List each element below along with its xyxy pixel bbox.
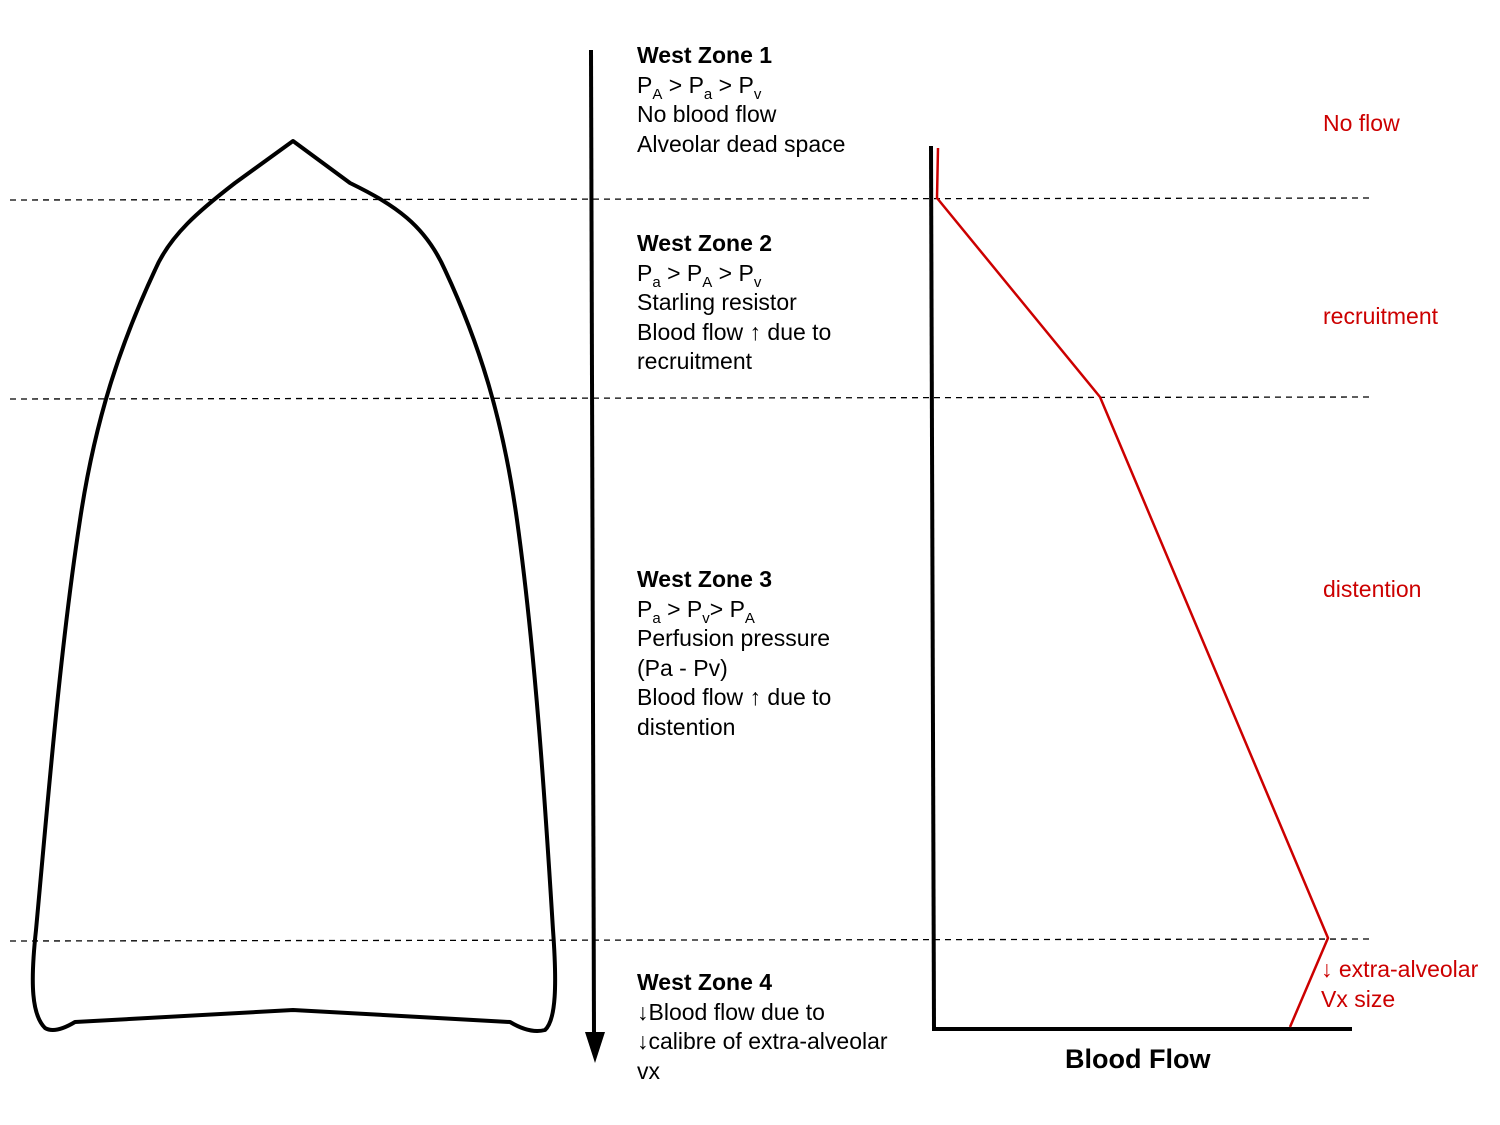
- zone-3-title: West Zone 3: [637, 566, 773, 592]
- zone-4-line: vx: [637, 1057, 660, 1084]
- zone-3-line: Perfusion pressure: [637, 625, 831, 651]
- flow-label-extra-alveolar-line-2: Vx size: [1321, 985, 1396, 1012]
- flow-label-no-flow: No flow: [1323, 110, 1400, 136]
- zone-4-title: West Zone 4: [637, 969, 773, 995]
- zone-2-line: Starling resistor: [637, 289, 797, 315]
- zone-1-line: Alveolar dead space: [637, 130, 846, 157]
- gravity-arrow-shaft: [589, 49, 596, 1036]
- flow-label-extra-alveolar: ↓ extra-alveolar Vx size: [1321, 955, 1478, 1014]
- blood-flow-curve: [935, 147, 1330, 1028]
- zone-4-text: West Zone 4 ↓Blood flow due to ↓calibre …: [637, 968, 888, 1086]
- x-axis-title: Blood Flow: [1065, 1044, 1211, 1074]
- zone-4-line: ↓calibre of extra-alveolar: [637, 1028, 888, 1054]
- zone-3-line: Blood flow ↑ due to: [637, 684, 832, 710]
- zone-1-text: West Zone 1 PA > Pa > Pv No blood flow A…: [637, 41, 845, 159]
- lung-outline: [30, 139, 558, 1033]
- zone-3-line: (Pa - Pv): [637, 654, 728, 681]
- zone-boundary-1-2: [9, 197, 1373, 201]
- zone-1-inequality: PA > Pa > Pv: [637, 71, 762, 103]
- zone-2-line: Blood flow ↑ due to: [637, 318, 832, 345]
- zone-boundary-3-4: [9, 938, 1373, 942]
- zone-3-inequality: Pa > Pv> PA: [637, 595, 755, 627]
- zone-2-title: West Zone 2: [637, 230, 773, 256]
- zone-2-text: West Zone 2 Pa > PA > Pv Starling resist…: [637, 229, 831, 377]
- zone-boundary-2-3: [9, 396, 1373, 400]
- zone-3-line: distention: [637, 713, 736, 740]
- zone-3-text: West Zone 3 Pa > Pv> PA Perfusion pressu…: [637, 565, 831, 742]
- flow-label-extra-alveolar-line-1: ↓ extra-alveolar: [1321, 956, 1479, 982]
- y-axis: [929, 145, 936, 1031]
- gravity-arrow-head: [585, 1032, 605, 1063]
- flow-label-recruitment: recruitment: [1323, 303, 1439, 329]
- flow-label-distention: distention: [1323, 576, 1422, 602]
- zone-2-line: recruitment: [637, 348, 753, 374]
- zone-2-inequality: Pa > PA > Pv: [637, 259, 762, 291]
- zone-4-line: ↓Blood flow due to: [637, 998, 825, 1025]
- zone-1-line: No blood flow: [637, 101, 777, 127]
- zone-1-title: West Zone 1: [637, 42, 773, 68]
